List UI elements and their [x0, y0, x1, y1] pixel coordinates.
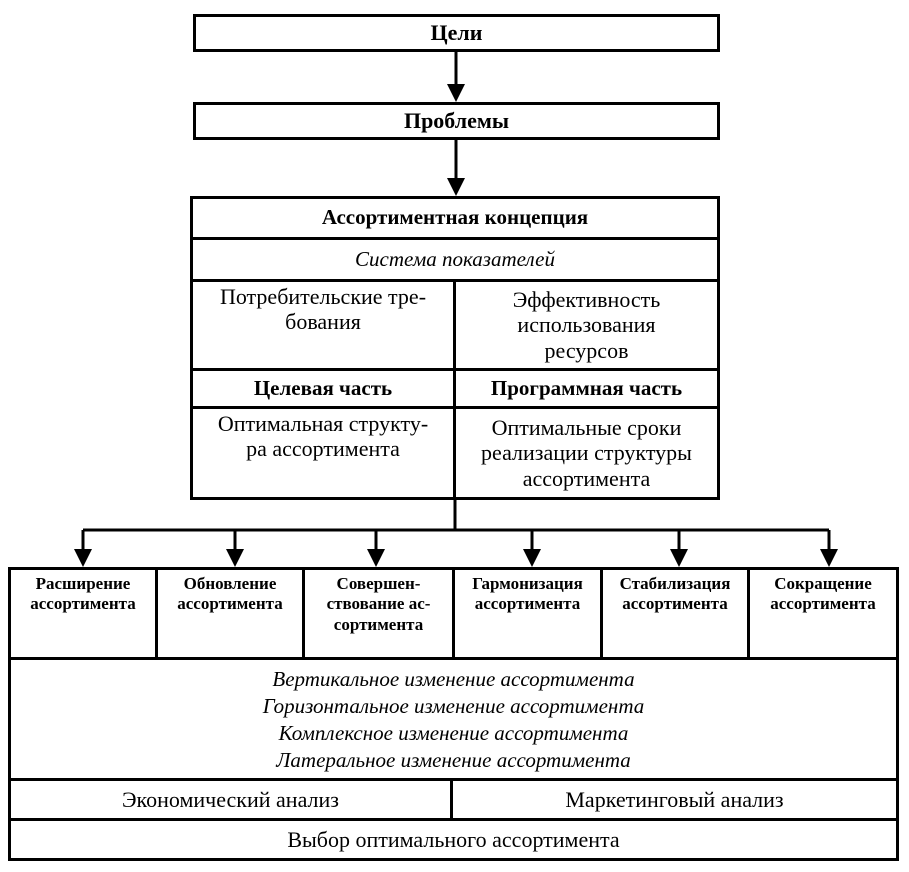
- indicators-system: Система показателей: [355, 247, 555, 272]
- analysis-bottom-border: [8, 818, 899, 821]
- analysis-divider: [450, 778, 453, 820]
- arrow-expansion-head: [74, 549, 92, 567]
- arrow-improvement-head: [367, 549, 385, 567]
- change-lateral: Латеральное изменение ассортимента: [276, 747, 631, 772]
- action-harmonization: Гармонизация ассортимента: [472, 574, 583, 614]
- change-horizontal: Горизонтальное изменение ассортимента: [262, 693, 645, 718]
- change-complex: Комплексное изменение ассортимента: [278, 720, 629, 745]
- economic-analysis: Экономический анализ: [122, 786, 339, 812]
- concept-divider-1: [190, 237, 720, 240]
- problems-box: Проблемы: [193, 102, 720, 140]
- resource-efficiency: Эффективность использования ресурсов: [512, 287, 661, 363]
- arrow-goals-problems-head: [447, 84, 465, 102]
- goals-box: Цели: [193, 14, 720, 52]
- arrow-renewal-head: [226, 549, 244, 567]
- action-reduction: Сокращение ассортимента: [770, 574, 876, 614]
- action-divider-5: [747, 567, 750, 660]
- optimal-structure: Оптимальная структу- ра ассортимента: [217, 411, 429, 462]
- arrow-reduction-head: [820, 549, 838, 567]
- problems-label: Проблемы: [403, 108, 510, 133]
- concept-vertical-divider: [453, 279, 456, 500]
- action-renewal: Обновление ассортимента: [177, 574, 283, 614]
- optimal-terms: Оптимальные сроки реализации структуры а…: [481, 415, 692, 491]
- action-divider-3: [452, 567, 455, 660]
- changes-list: Вертикальное изменение ассортимента Гори…: [11, 661, 896, 778]
- change-vertical: Вертикальное изменение ассортимента: [272, 666, 635, 691]
- optimal-choice: Выбор оптимального ассортимента: [287, 826, 620, 852]
- consumer-requirements: Потребительские тре- бования: [219, 284, 427, 335]
- action-stabilization: Стабилизация ассортимента: [619, 574, 731, 614]
- goals-label: Цели: [430, 20, 483, 45]
- action-divider-2: [302, 567, 305, 660]
- changes-bottom-border: [8, 778, 899, 781]
- action-divider-1: [155, 567, 158, 660]
- concept-title: Ассортиментная концепция: [321, 205, 589, 230]
- action-expansion: Расширение ассортимента: [30, 574, 136, 614]
- arrow-harmonization-head: [523, 549, 541, 567]
- arrow-problems-concept-head: [447, 178, 465, 196]
- marketing-analysis: Маркетинговый анализ: [565, 786, 784, 812]
- action-improvement: Совершен- ствование ас- сортимента: [326, 574, 431, 634]
- program-part: Программная часть: [490, 376, 683, 401]
- action-divider-4: [600, 567, 603, 660]
- arrow-stabilization-head: [670, 549, 688, 567]
- target-part: Целевая часть: [253, 376, 393, 401]
